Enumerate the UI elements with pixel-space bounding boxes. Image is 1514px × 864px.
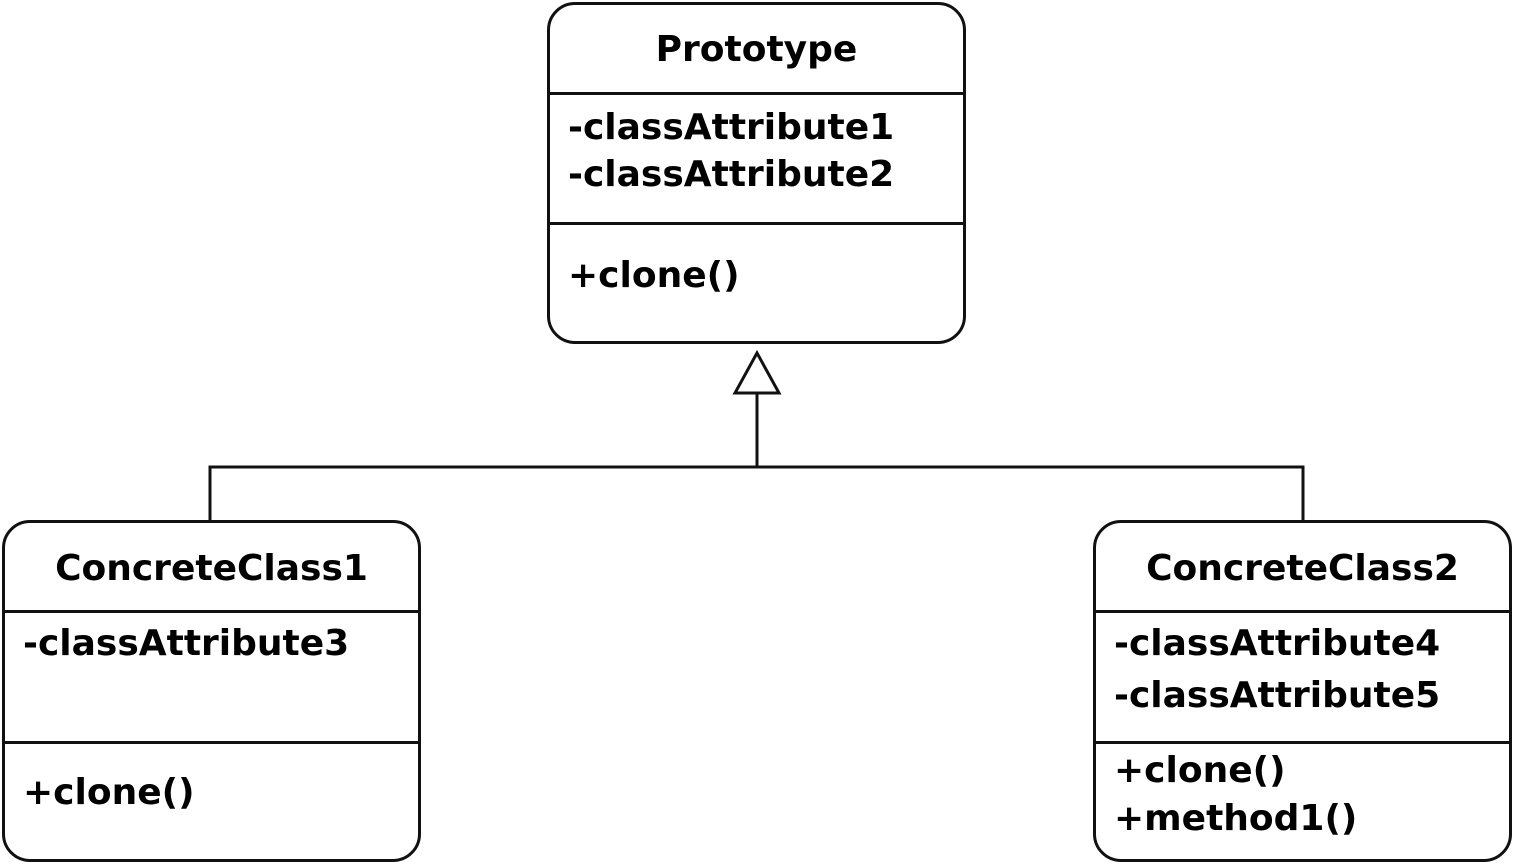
concreteclass1-class-name: ConcreteClass1 xyxy=(55,548,368,589)
concreteclass2-attribute-2: -classAttribute5 xyxy=(1114,675,1441,716)
concreteclass2-method-2: +method1() xyxy=(1114,798,1358,839)
concreteclass1-class[interactable]: ConcreteClass1 -classAttribute3 +clone() xyxy=(2,520,421,862)
concreteclass2-class[interactable]: ConcreteClass2 -classAttribute4 -classAt… xyxy=(1093,520,1512,862)
connector-concreteclass2 xyxy=(757,465,1305,520)
concreteclass1-name-divider xyxy=(5,610,418,613)
concreteclass2-attribute-1: -classAttribute4 xyxy=(1114,623,1441,664)
concreteclass2-class-name: ConcreteClass2 xyxy=(1146,548,1459,589)
concreteclass1-attributes-divider xyxy=(5,741,418,744)
concreteclass1-method-1: +clone() xyxy=(23,772,195,813)
prototype-class[interactable]: Prototype -classAttribute1 -classAttribu… xyxy=(547,2,966,344)
prototype-name-divider xyxy=(550,92,963,95)
concreteclass2-name-divider xyxy=(1096,610,1509,613)
concreteclass2-method-1: +clone() xyxy=(1114,750,1286,791)
concreteclass2-attributes-divider xyxy=(1096,741,1509,744)
generalization-arrowhead-icon xyxy=(732,349,782,395)
connector-concreteclass1 xyxy=(208,465,757,520)
prototype-method-1: +clone() xyxy=(568,255,740,296)
prototype-attribute-2: -classAttribute2 xyxy=(568,154,895,195)
prototype-attributes-divider xyxy=(550,222,963,225)
concreteclass1-attribute-1: -classAttribute3 xyxy=(23,623,350,664)
prototype-attribute-1: -classAttribute1 xyxy=(568,107,895,148)
prototype-class-name: Prototype xyxy=(655,29,858,70)
